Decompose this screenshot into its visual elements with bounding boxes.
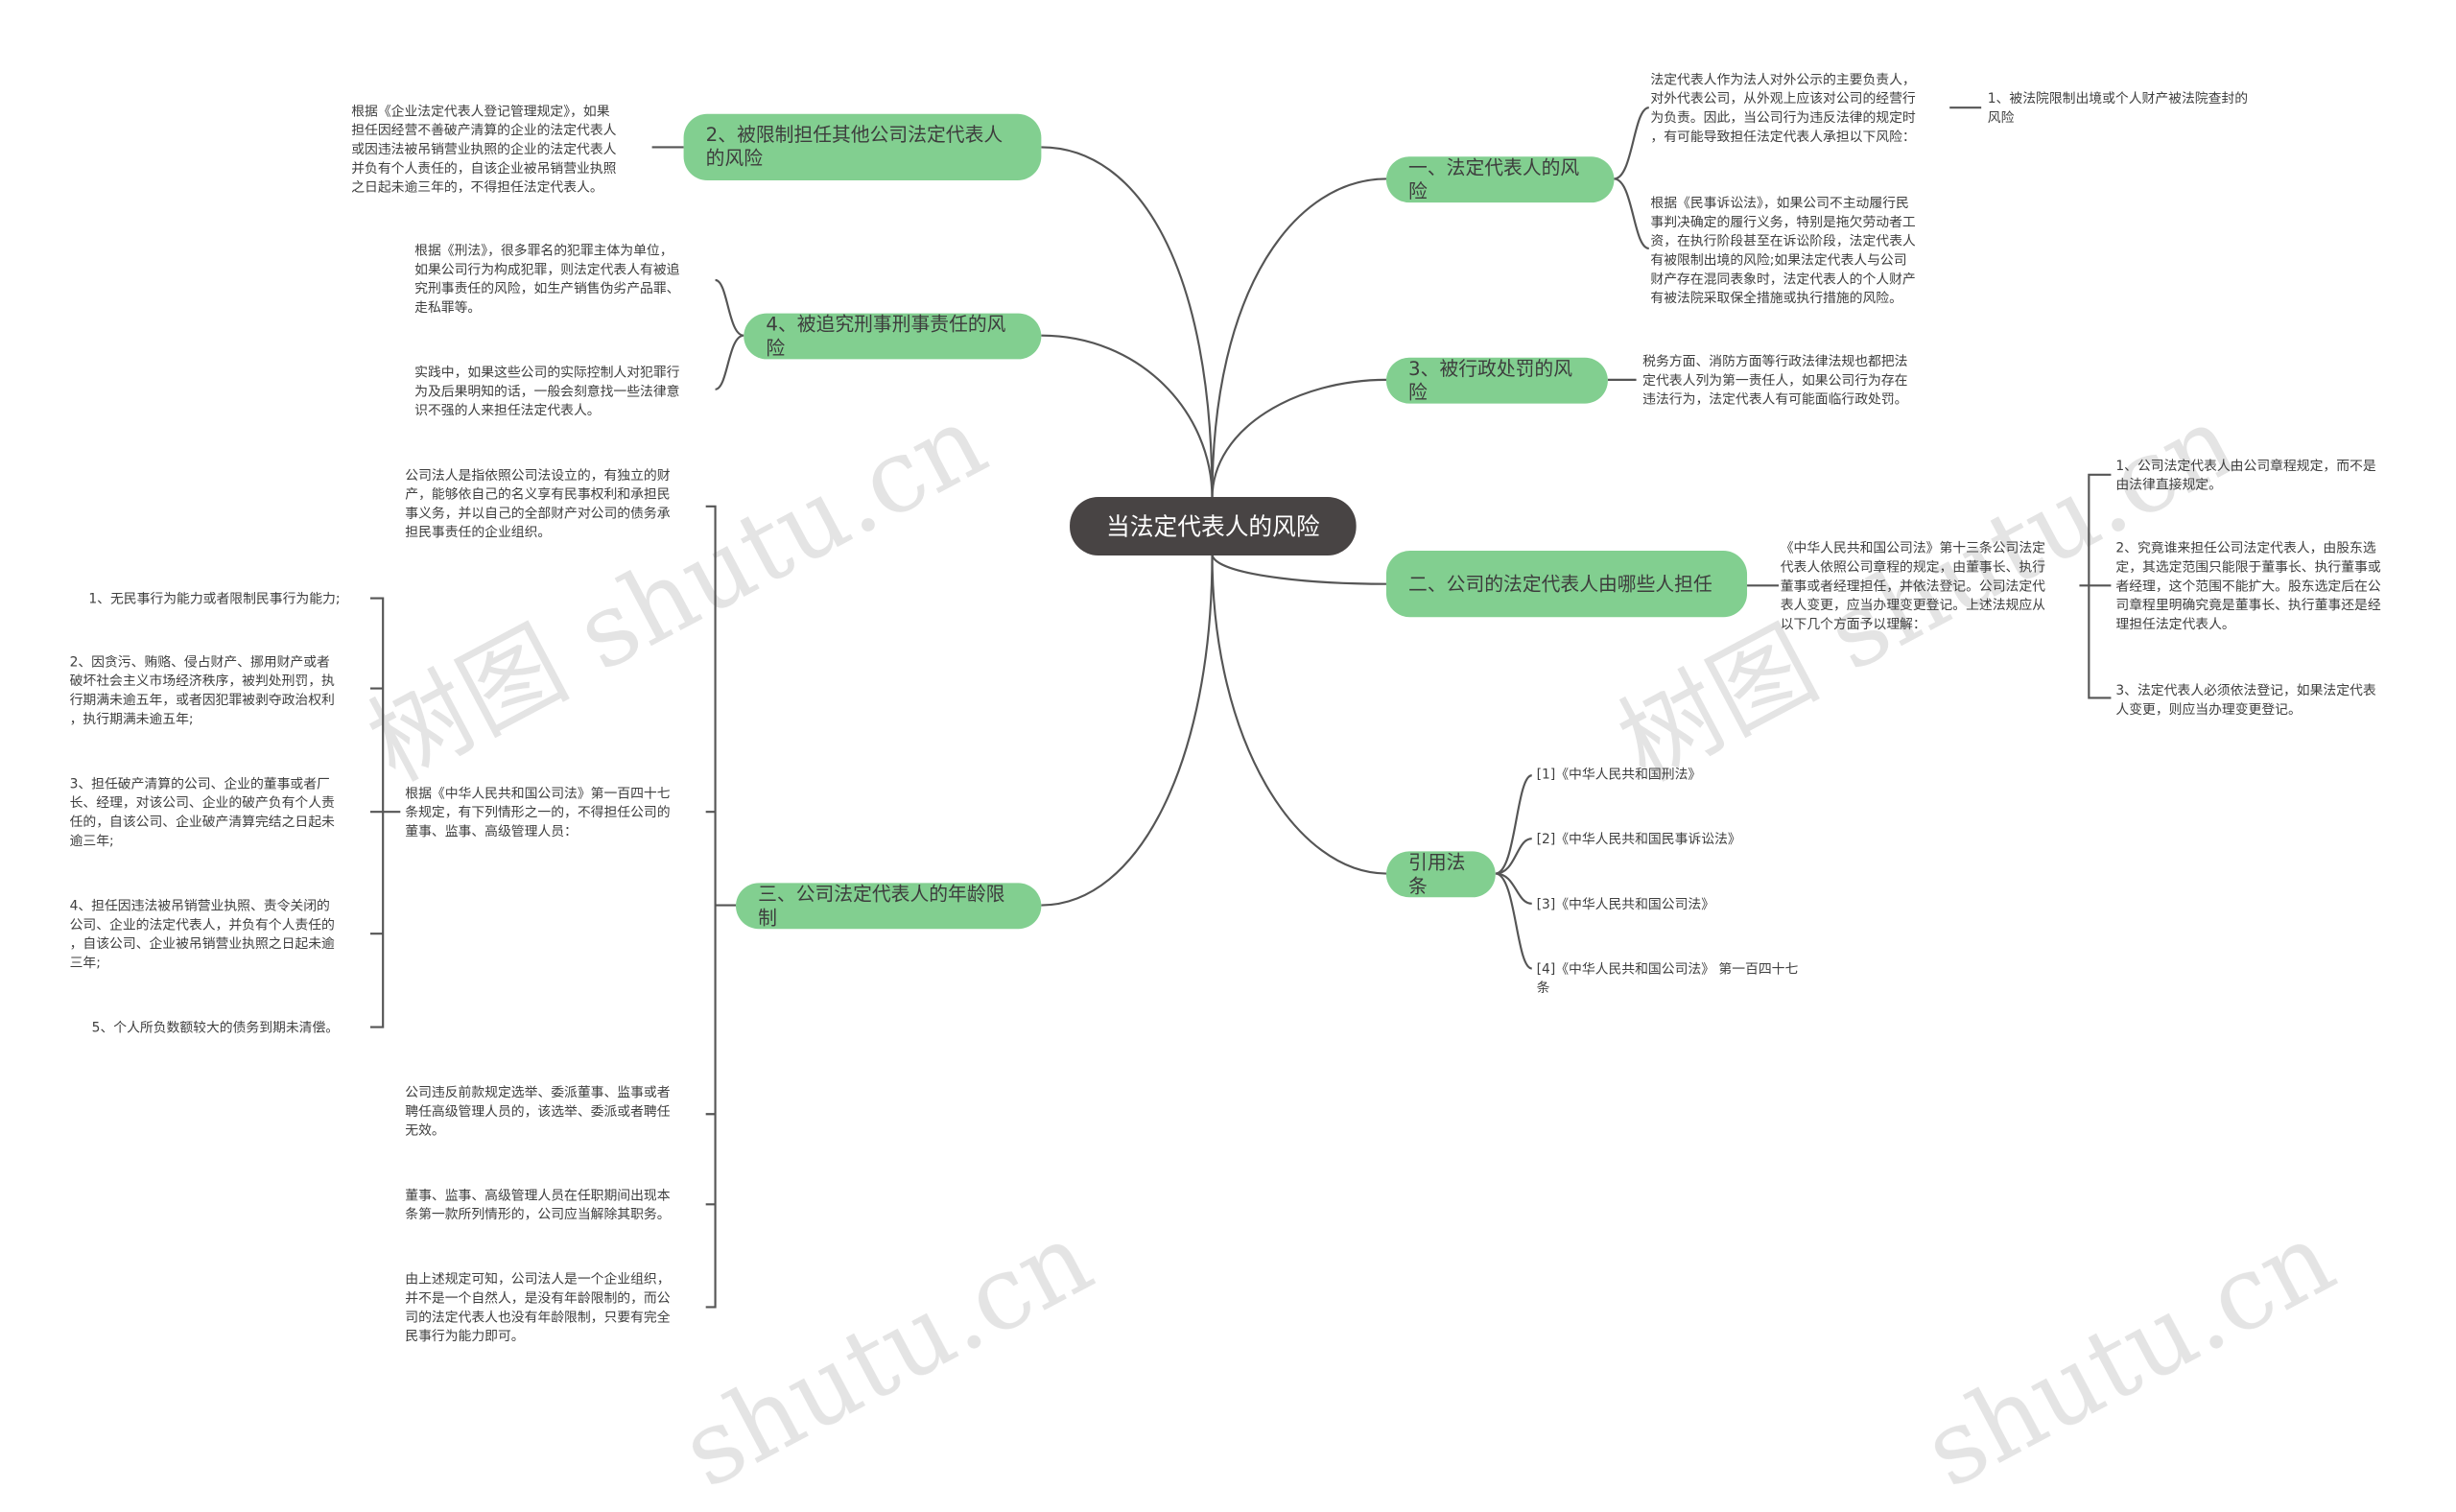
branch-label: 引用法条 bbox=[1408, 850, 1466, 897]
branch-age-limit[interactable]: 三、公司法定代表人的年龄限制 bbox=[736, 882, 1042, 930]
branch-cited-laws[interactable]: 引用法条 bbox=[1385, 850, 1496, 898]
text-node[interactable]: 1、公司法定代表人由公司章程规定，而不是 由法律直接规定。 bbox=[2115, 457, 2376, 492]
reference-item[interactable]: [1]《中华人民共和国刑法》 bbox=[1536, 766, 1702, 782]
root-topic[interactable]: 当法定代表人的风险 bbox=[1070, 496, 1357, 555]
connector-lines bbox=[369, 106, 2112, 1309]
text-node[interactable]: 由上述规定可知，公司法人是一个企业组织， 并不是一个自然人，是没有年龄限制的，而… bbox=[405, 1270, 671, 1344]
text-node[interactable]: 5、个人所负数额较大的债务到期未清偿。 bbox=[91, 1019, 340, 1035]
text-node[interactable]: 3、法定代表人必须依法登记，如果法定代表 人变更，则应当办理变更登记。 bbox=[2115, 681, 2376, 718]
branch-who-serves[interactable]: 二、公司的法定代表人由哪些人担任 bbox=[1385, 551, 1748, 618]
text-node[interactable]: 公司法人是指依照公司法设立的，有独立的财 产，能够依自己的名义享有民事权利和承担… bbox=[405, 466, 671, 540]
branch-criminal-liability[interactable]: 4、被追究刑事刑事责任的风险 bbox=[744, 312, 1042, 360]
branch-restricted-other-company[interactable]: 2、被限制担任其他公司法定代表人的风险 bbox=[683, 113, 1042, 181]
text-node[interactable]: 3、担任破产清算的公司、企业的董事或者厂 长、经理，对该公司、企业的破产负有个人… bbox=[69, 775, 335, 849]
reference-item[interactable]: [4]《中华人民共和国公司法》 第一百四十七 条 bbox=[1536, 960, 1799, 996]
link-b1-t2 bbox=[1614, 177, 1650, 250]
text-node[interactable]: 根据《中华人民共和国公司法》第一百四十七 条规定，有下列情形之一的，不得担任公司… bbox=[405, 785, 671, 839]
link-b3t2-items bbox=[369, 597, 401, 1028]
text-node[interactable]: 1、无民事行为能力或者限制民事行为能力; bbox=[88, 590, 341, 606]
link-root-b1 bbox=[1211, 177, 1386, 499]
text-node[interactable]: 根据《企业法定代表人登记管理规定》，如果 担任因经营不善破产清算的企业的法定代表… bbox=[351, 103, 617, 195]
text-node[interactable]: 公司违反前款规定选举、委派董事、监事或者 聘任高级管理人员的，该选举、委派或者聘… bbox=[405, 1083, 671, 1138]
text-node[interactable]: 法定代表人作为法人对外公示的主要负责人， 对外代表公司，从外观上应该对公司的经营… bbox=[1650, 71, 1916, 145]
mindmap-canvas: 树图 shutu.cn 树图 shutu.cn shutu.cn shutu.c… bbox=[69, 71, 2381, 1512]
link-root-b5 bbox=[1211, 378, 1386, 499]
link-b1-t1 bbox=[1614, 106, 1650, 180]
text-node[interactable]: 董事、监事、高级管理人员在任职期间出现本 条第一款所列情形的，公司应当解除其职务… bbox=[405, 1187, 671, 1222]
text-node[interactable]: 1、被法院限制出境或个人财产被法院查封的 风险 bbox=[1987, 90, 2249, 126]
text-node[interactable]: 税务方面、消防方面等行政法律法规也都把法 定代表人列为第一责任人，如果公司行为存… bbox=[1642, 352, 1908, 407]
branch-label: 4、被追究刑事刑事责任的风险 bbox=[766, 312, 1006, 359]
link-b3-texts bbox=[705, 505, 737, 1309]
link-root-b7 bbox=[1211, 554, 1386, 875]
link-root-b4 bbox=[1041, 146, 1214, 499]
branch-label: 一、法定代表人的风险 bbox=[1408, 155, 1580, 202]
branch-label: 三、公司法定代表人的年龄限制 bbox=[758, 882, 1005, 929]
branch-label: 2、被限制担任其他公司法定代表人的风险 bbox=[705, 123, 1004, 170]
link-root-b6 bbox=[1041, 334, 1214, 499]
link-root-b2 bbox=[1211, 554, 1386, 585]
reference-item[interactable]: [3]《中华人民共和国公司法》 bbox=[1536, 895, 1715, 912]
text-node[interactable]: 根据《民事诉讼法》，如果公司不主动履行民 事判决确定的履行义务，特别是拖欠劳动者… bbox=[1650, 194, 1916, 306]
branch-administrative-penalty[interactable]: 3、被行政处罚的风险 bbox=[1385, 356, 1608, 404]
text-node[interactable]: 《中华人民共和国公司法》第十三条公司法定 代表人依照公司章程的规定，由董事长、执… bbox=[1780, 539, 2045, 632]
link-b2t1-branch bbox=[2079, 473, 2112, 699]
reference-item[interactable]: [2]《中华人民共和国民事诉讼法》 bbox=[1536, 830, 1741, 847]
link-root-b3 bbox=[1041, 554, 1214, 907]
link-b7-refs bbox=[1495, 774, 1533, 970]
text-node[interactable]: 4、担任因违法被吊销营业执照、责令关闭的 公司、企业的法定代表人，并负有个人责任… bbox=[69, 897, 335, 971]
text-node[interactable]: 实践中，如果这些公司的实际控制人对犯罪行 为及后果明知的话，一般会刻意找一些法律… bbox=[414, 364, 680, 418]
branch-label: 3、被行政处罚的风险 bbox=[1408, 356, 1573, 403]
text-node[interactable]: 2、因贪污、贿赂、侵占财产、挪用财产或者 破坏社会主义市场经济秩序，被判处刑罚，… bbox=[69, 653, 335, 727]
branch-label: 二、公司的法定代表人由哪些人担任 bbox=[1408, 572, 1712, 595]
text-node[interactable]: 根据《刑法》，很多罪名的犯罪主体为单位， 如果公司行为构成犯罪，则法定代表人有被… bbox=[414, 242, 680, 316]
root-topic-label: 当法定代表人的风险 bbox=[1105, 512, 1320, 542]
text-node[interactable]: 2、究竟谁来担任公司法定代表人，由股东选 定，其选定范围只能限于董事长、执行董事… bbox=[2115, 539, 2381, 632]
link-b6-texts bbox=[715, 278, 744, 390]
branch-legal-rep-risk[interactable]: 一、法定代表人的风险 bbox=[1385, 155, 1615, 203]
